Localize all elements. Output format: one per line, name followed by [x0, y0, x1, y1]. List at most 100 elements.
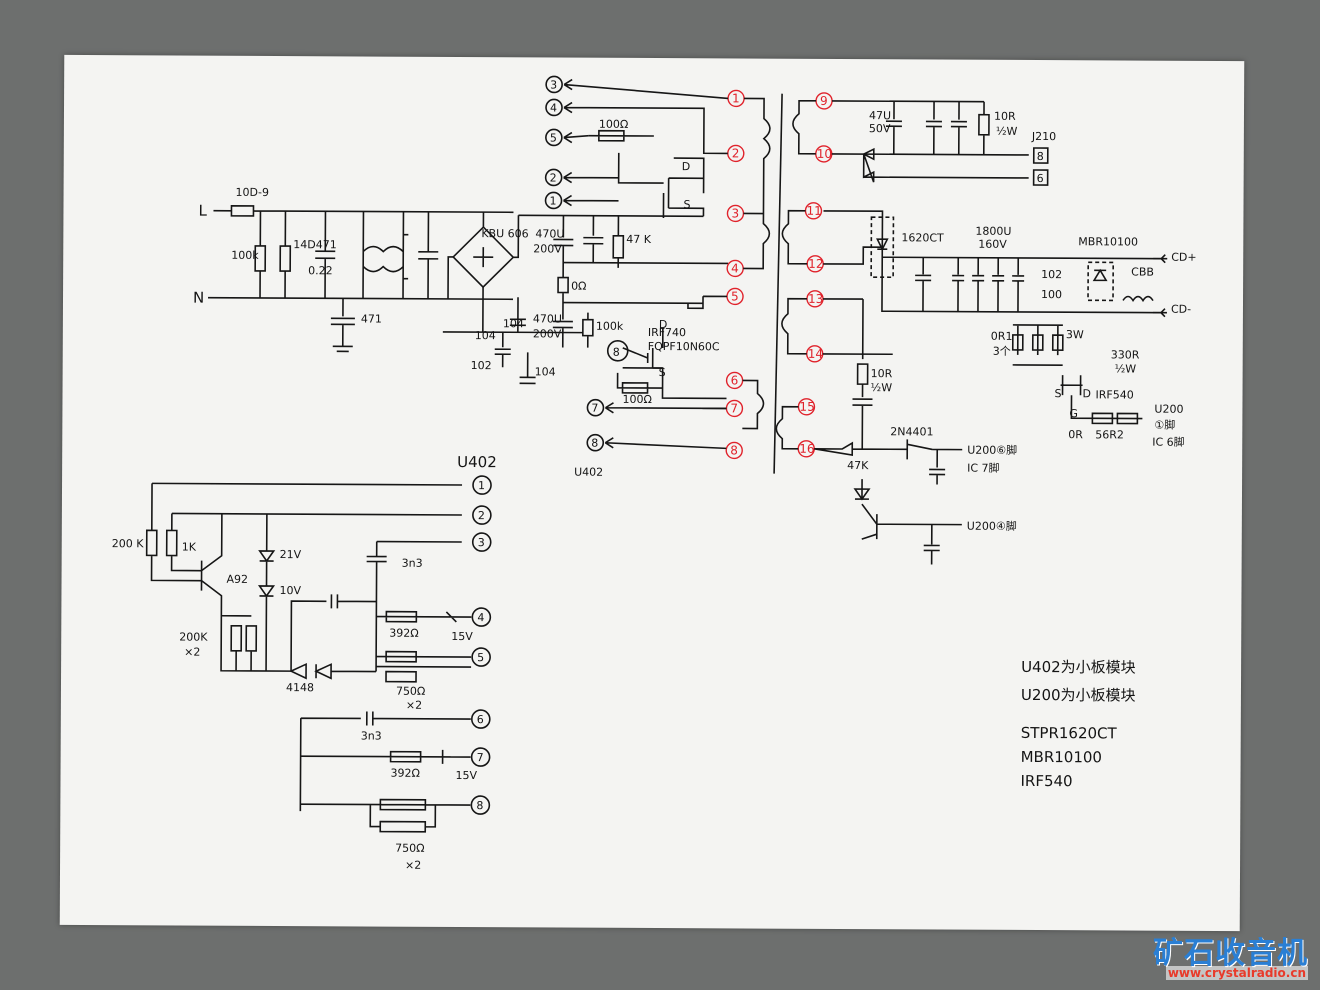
r-10r-label: 10R [994, 110, 1016, 123]
pin-2: 2 [732, 146, 740, 160]
diode-1620-label: 1620CT [901, 231, 944, 244]
pin-3: 3 [731, 206, 739, 220]
arrow-4: 4 [550, 101, 557, 114]
s-label: S [1054, 387, 1061, 400]
pin-8-red: 8 [730, 443, 738, 457]
cap-022 [315, 211, 336, 299]
v-200v-b-label: 200V [533, 327, 562, 340]
note-3: STPR1620CT [1021, 724, 1118, 743]
neutral-label: N [193, 289, 204, 307]
z-21v-label: 21V [280, 548, 302, 561]
primary-pins: 1 2 3 4 5 6 7 8 [687, 89, 771, 460]
note-2: U200为小板模块 [1021, 686, 1136, 705]
cap-102-label: 102 [471, 359, 492, 372]
r-100r-label: 100Ω [599, 118, 628, 131]
z-10v-label: 10V [279, 584, 301, 597]
u200-1-pin: ①脚 [1154, 418, 1175, 432]
w-half-b-label: ½W [1115, 362, 1137, 375]
cap-3n3-label: 3n3 [402, 557, 423, 570]
bridge-label: KBU 606 [481, 227, 528, 240]
x2b-label: ×2 [406, 699, 422, 712]
v-160v-label: 160V [978, 238, 1007, 251]
pin-15: 15 [799, 400, 814, 414]
x-cap [418, 211, 439, 299]
r-392-b-label: 392Ω [390, 767, 419, 780]
u402-title: U402 [457, 453, 497, 471]
fuse-label: 10D-9 [236, 186, 270, 199]
d-4148-label: 4148 [286, 681, 314, 694]
schematic-paper: L N 10D-9 100k 14D471 0.22 471 KBU 606 1… [59, 54, 1245, 932]
pin-11: 11 [806, 204, 821, 218]
r-100k [254, 210, 267, 298]
r-1k-label: 1K [182, 541, 197, 554]
cd-minus-label: CD- [1171, 303, 1191, 316]
lower-mosfet: IRF740 FQPF10N60C D S 8 100Ω [606, 318, 720, 406]
w-half-label: ½W [996, 125, 1018, 138]
u200-1-label: U200 [1154, 403, 1183, 416]
r-56r2-label: 56R2 [1095, 428, 1124, 441]
pin-14: 14 [808, 347, 823, 361]
u402-pin-3: 3 [478, 536, 485, 549]
cap-3n3-b-label: 3n3 [361, 729, 382, 742]
ic7-label: IC 7脚 [967, 461, 999, 475]
isolation-divider [773, 93, 783, 474]
box-8 [1032, 147, 1049, 164]
cap-470u-b-label: 470U [533, 312, 562, 325]
r-47k-label: 47 K [626, 233, 652, 246]
pin-4: 4 [731, 261, 739, 275]
pin-1: 1 [732, 91, 740, 105]
schematic-diagram: L N 10D-9 100k 14D471 0.22 471 KBU 606 1… [112, 75, 1197, 872]
pin-8-label: 8 [613, 346, 620, 359]
neutral-wire [208, 296, 514, 301]
mos2-label: IRF740 [648, 326, 686, 339]
cbb-label: CBB [1131, 266, 1154, 279]
emi-choke [362, 211, 405, 299]
line-label: L [198, 202, 207, 220]
v-50v-label: 50V [869, 122, 891, 135]
cap-471-label: 471 [361, 312, 382, 325]
r-750-b-label: 750Ω [395, 842, 424, 855]
u402-pin-8: 8 [476, 799, 483, 812]
mos2b-label: FQPF10N60C [648, 340, 720, 353]
r-750-label: 750Ω [396, 685, 425, 698]
cap-022-label: 0.22 [308, 264, 333, 277]
bridge-rectifier: KBU 606 104 102 104 104 [442, 212, 583, 385]
line-wire [213, 204, 514, 217]
r-100-label: 100 [1041, 288, 1062, 301]
watermark-url: www.crystalradio.cn [1165, 966, 1308, 980]
z-15v-b-label: 15V [455, 769, 477, 782]
cap-104-b-label: 104 [503, 317, 524, 330]
u402-module: U402 1 2 3 4 5 6 7 8 200 K 1K A92 21V 10… [112, 453, 497, 872]
pin-16: 16 [799, 442, 814, 456]
irf540-label: IRF540 [1095, 388, 1133, 401]
pin-9: 9 [820, 94, 828, 108]
r-10r-b-label: 10R [871, 367, 893, 380]
cap-102-sec-label: 102 [1041, 268, 1062, 281]
box-6-label: 6 [1037, 172, 1044, 185]
cap-104-a-label: 104 [475, 329, 496, 342]
mov [279, 211, 292, 299]
v-200v-label: 200V [533, 242, 562, 255]
pin-10: 10 [817, 147, 832, 161]
pin-5: 5 [731, 289, 739, 303]
u402-pin-2: 2 [478, 509, 485, 522]
r-200k2-label: 200K [179, 631, 208, 644]
n3-label: 3个 [993, 345, 1011, 358]
x2-label: ×2 [184, 646, 200, 659]
box-8-label: 8 [1037, 150, 1044, 163]
u402-pin-6: 6 [477, 713, 484, 726]
input-section: L N 10D-9 100k 14D471 0.22 471 [193, 186, 514, 353]
watermark: 矿石收音机 www.crystalradio.cn [1144, 928, 1314, 984]
w-half-c-label: ½W [871, 381, 893, 394]
notes-block: U402为小板模块 U200为小板模块 STPR1620CT MBR10100 … [1020, 658, 1136, 790]
r-100r-b-label: 100Ω [622, 393, 651, 406]
u402-label-mid: U402 [574, 466, 603, 479]
arrow-1: 1 [549, 194, 556, 207]
ic6-label: IC 6脚 [1152, 435, 1184, 449]
g-label: G [1069, 407, 1078, 420]
arrow-3: 3 [550, 78, 557, 91]
mos-top-s: S [683, 198, 690, 211]
r-330r-label: 330R [1111, 348, 1140, 361]
r-392-label: 392Ω [389, 627, 418, 640]
r-0r-sec-label: 0R [1068, 428, 1083, 441]
